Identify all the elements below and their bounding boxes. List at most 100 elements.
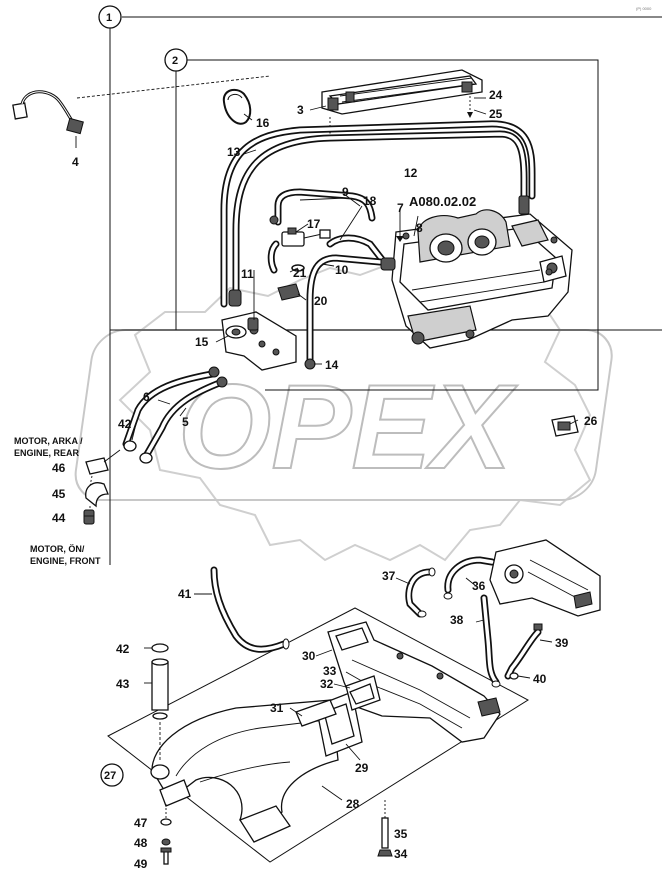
label-44: 44 xyxy=(52,511,66,525)
heater-hose-10 xyxy=(306,254,384,364)
heater-box-assembly xyxy=(391,209,573,349)
label-34: 34 xyxy=(394,847,408,861)
pipe-43 xyxy=(151,658,169,720)
label-15: 15 xyxy=(195,335,209,349)
hose-37 xyxy=(405,567,436,618)
label-42-upper: 42 xyxy=(118,417,132,431)
label-33: 33 xyxy=(323,664,337,678)
heater-hose-12 xyxy=(220,120,536,308)
label-7: 7 xyxy=(397,201,404,215)
group-27-badge xyxy=(100,763,124,787)
nut-34 xyxy=(377,849,393,857)
hose-36 xyxy=(443,556,496,600)
group-27-label: 27 xyxy=(104,770,116,782)
label-30: 30 xyxy=(302,649,316,663)
group-1-badge xyxy=(98,5,122,29)
watermark-text: OPEX xyxy=(178,360,518,494)
clamp-hose-5 xyxy=(216,376,228,388)
sheet-code: (P) 0000 xyxy=(636,6,652,11)
label-26: 26 xyxy=(584,414,598,428)
label-20: 20 xyxy=(314,294,328,308)
label-12: 12 xyxy=(404,166,418,180)
bolt-49 xyxy=(160,847,172,865)
air-duct-30 xyxy=(327,621,501,743)
hose-clamp-16 xyxy=(222,88,253,125)
clamp-hose-6 xyxy=(208,366,220,378)
bolt-35 xyxy=(381,817,389,849)
label-28: 28 xyxy=(346,797,360,811)
group-2-frame: 2 xyxy=(76,48,599,391)
label-40: 40 xyxy=(533,672,547,686)
label-4: 4 xyxy=(72,155,79,169)
label-9: 9 xyxy=(342,185,349,199)
label-13: 13 xyxy=(227,145,241,159)
engine-front-note: MOTOR, ÖN/ ENGINE, FRONT xyxy=(30,544,101,566)
note-rear-line2: ENGINE, REAR xyxy=(14,448,80,458)
hose-fitting-box xyxy=(380,257,396,271)
hose-39 xyxy=(504,623,543,680)
label-42-lower: 42 xyxy=(116,642,130,656)
wiring-harness-4 xyxy=(12,90,84,148)
water-valve-17 xyxy=(267,227,331,274)
switch-26 xyxy=(551,415,579,437)
clamp-21 xyxy=(291,264,305,272)
label-8: 8 xyxy=(416,221,423,235)
clamp-42-lower xyxy=(151,643,169,653)
fitting-46 xyxy=(85,449,121,475)
label-47: 47 xyxy=(134,816,148,830)
clamp-14 xyxy=(304,358,316,370)
label-24: 24 xyxy=(489,88,503,102)
label-10: 10 xyxy=(335,263,349,277)
label-37: 37 xyxy=(382,569,396,583)
nut-8 xyxy=(402,232,410,240)
screw-7 xyxy=(396,212,404,242)
clamp-42-upper xyxy=(123,440,137,452)
group-2-badge xyxy=(164,48,188,72)
label-18: 18 xyxy=(363,194,377,208)
engine-rear-note: MOTOR, ARKA / ENGINE, REAR xyxy=(14,436,83,458)
hose-fitting-left xyxy=(228,289,242,307)
label-14: 14 xyxy=(325,358,339,372)
opex-watermark: OPEX xyxy=(74,256,613,562)
rear-heater-housing xyxy=(489,539,601,617)
mounting-bracket-15 xyxy=(221,311,297,371)
washer-47 xyxy=(160,818,172,826)
group-1-label: 1 xyxy=(106,12,112,24)
assembly-ref-label: A080.02.02 xyxy=(409,194,476,209)
note-rear-line1: MOTOR, ARKA / xyxy=(14,436,83,446)
washer-48 xyxy=(161,838,171,846)
engine-hose-6 xyxy=(122,370,216,448)
label-49: 49 xyxy=(134,857,148,871)
drain-hose-41 xyxy=(210,566,290,653)
label-29: 29 xyxy=(355,761,369,775)
heater-hose-18 xyxy=(326,234,388,266)
heater-core-3 xyxy=(321,69,483,134)
label-16: 16 xyxy=(256,116,270,130)
part-labels: 3 4 5 6 7 8 9 10 11 12 13 14 15 16 17 18… xyxy=(52,88,598,871)
clamp-hose-5-end xyxy=(139,452,153,464)
label-11: 11 xyxy=(241,267,254,281)
gasket-31 xyxy=(295,699,337,727)
label-6: 6 xyxy=(143,390,150,404)
label-38: 38 xyxy=(450,613,464,627)
label-21: 21 xyxy=(293,266,307,280)
label-5: 5 xyxy=(182,415,189,429)
bracket-20 xyxy=(277,283,301,301)
label-45: 45 xyxy=(52,487,66,501)
label-48: 48 xyxy=(134,836,148,850)
label-32: 32 xyxy=(320,677,334,691)
label-36: 36 xyxy=(472,579,486,593)
label-41: 41 xyxy=(178,587,192,601)
leader-lines xyxy=(131,97,579,801)
engine-hose-5 xyxy=(142,378,226,460)
elbow-fitting-45 xyxy=(85,482,109,508)
label-46: 46 xyxy=(52,461,66,475)
label-35: 35 xyxy=(394,827,408,841)
label-43: 43 xyxy=(116,677,130,691)
hose-end-fitting xyxy=(518,195,530,215)
label-25: 25 xyxy=(489,107,503,121)
fitting-44 xyxy=(83,509,95,525)
group-2-label: 2 xyxy=(172,55,178,67)
clamp-9-end xyxy=(269,215,279,225)
